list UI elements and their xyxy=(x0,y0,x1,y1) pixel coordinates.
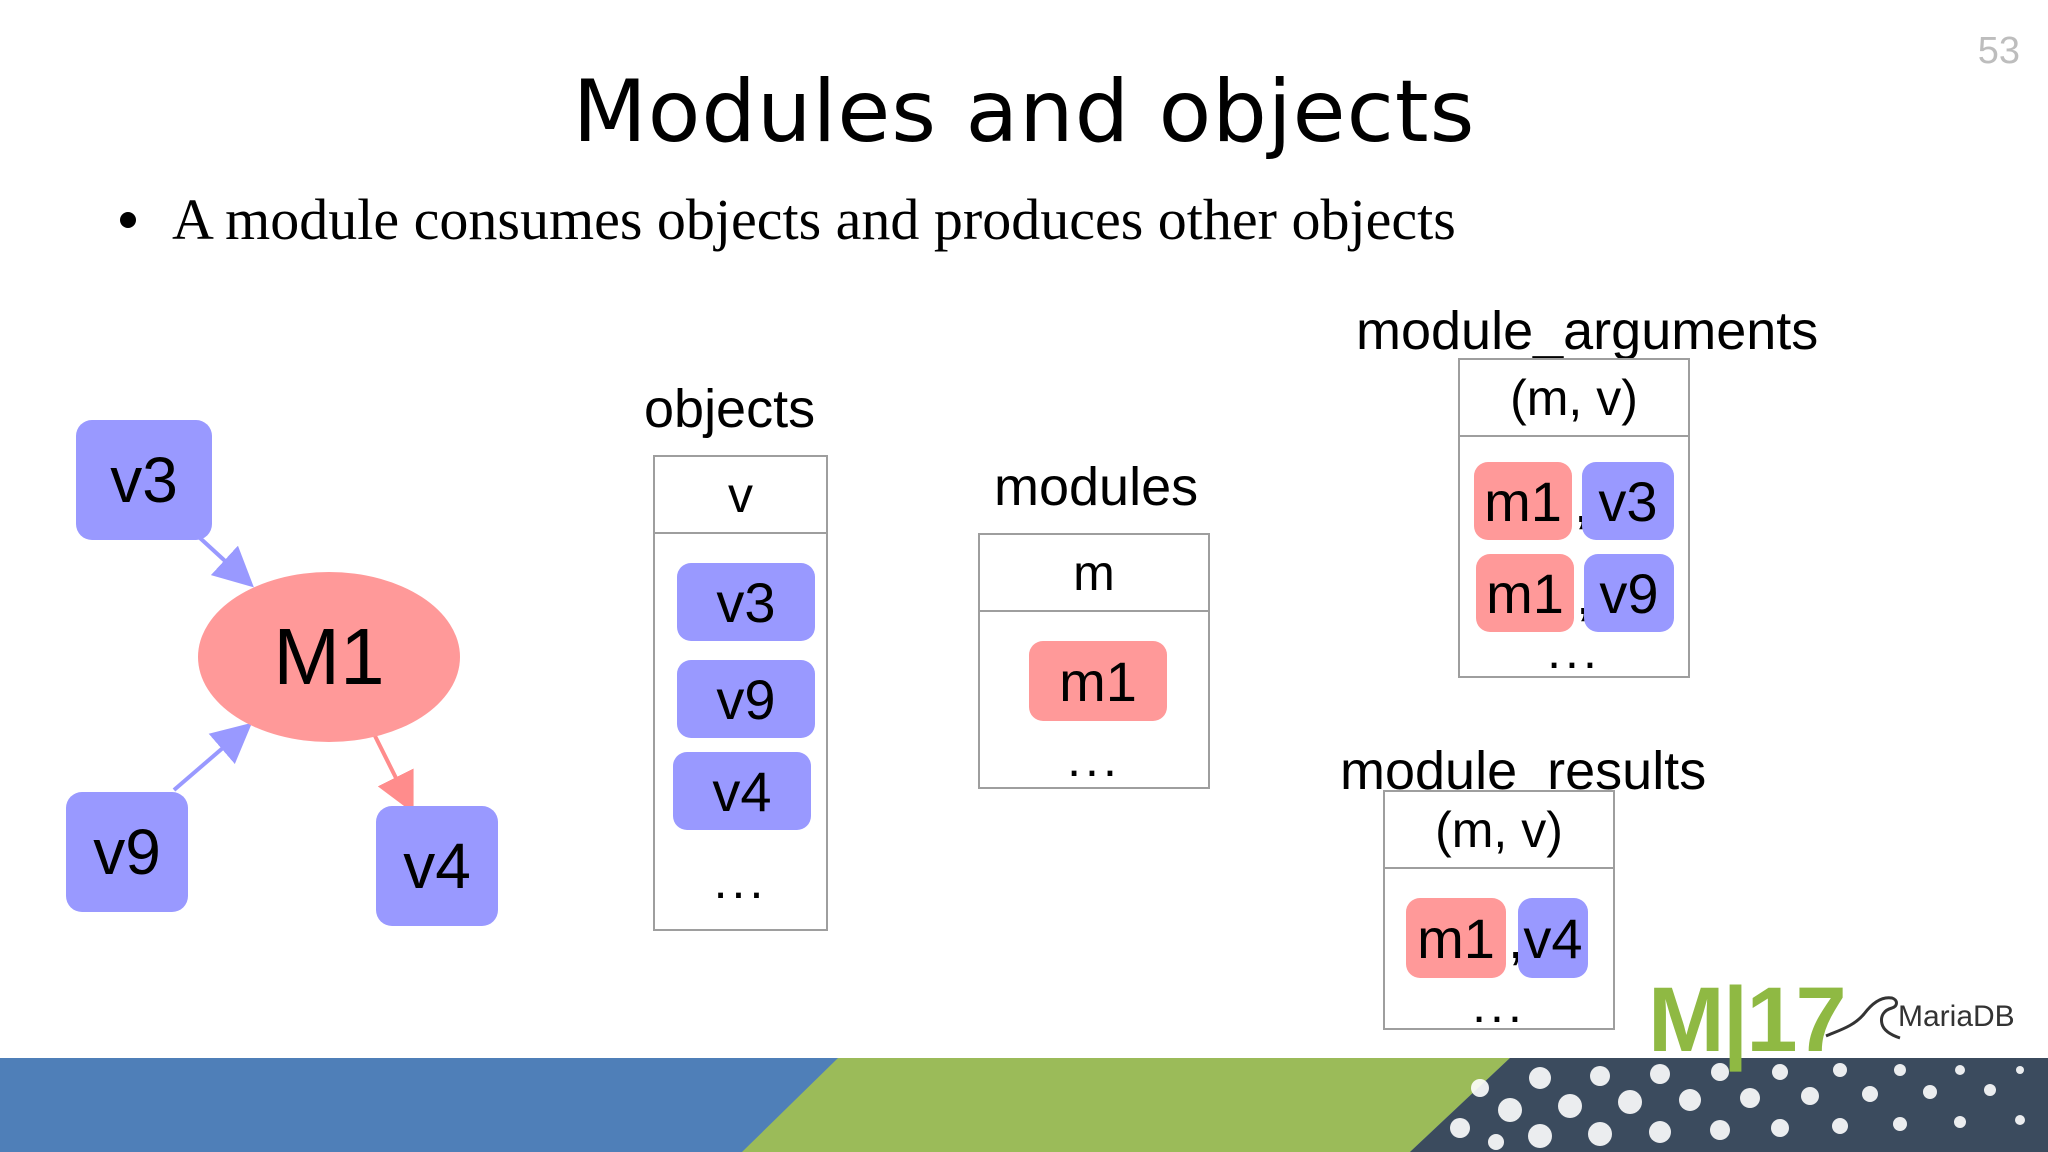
modules-table-header: m xyxy=(980,535,1208,612)
modules-table-label: modules xyxy=(994,457,1199,517)
bullet-dot xyxy=(120,212,136,228)
module-results-row1-v: v4 xyxy=(1518,898,1588,978)
bullet-text: A module consumes objects and produces o… xyxy=(172,187,1456,252)
graph-node-m1: M1 xyxy=(198,572,460,742)
slide-title: Modules and objects xyxy=(572,62,1476,162)
modules-table-more: ... xyxy=(1067,731,1121,787)
module-results-row1-m: m1 xyxy=(1406,898,1506,978)
module-arguments-label: module_arguments xyxy=(1356,301,1819,361)
objects-row-v4: v4 xyxy=(673,752,811,830)
footer-graphic xyxy=(742,1058,2048,1152)
modules-row-m1: m1 xyxy=(1029,641,1167,721)
slide-number: 53 xyxy=(1977,30,2020,72)
module-arguments-row1-v: v3 xyxy=(1582,462,1674,540)
edge-m1-v4 xyxy=(372,733,414,814)
m17-logo: M|17 xyxy=(1648,969,1847,1071)
graph-node-v3: v3 xyxy=(76,420,212,540)
module-arguments-header: (m, v) xyxy=(1460,360,1688,437)
module-results-header: (m, v) xyxy=(1385,792,1613,869)
objects-row-v9: v9 xyxy=(677,660,815,738)
objects-table-more: ... xyxy=(713,853,768,909)
objects-row-v3: v3 xyxy=(677,563,815,641)
module-arguments-row2-m: m1 xyxy=(1476,554,1574,632)
objects-table-header: v xyxy=(655,457,826,534)
module-arguments-more: ... xyxy=(1547,623,1601,679)
module-arguments-row1-m: m1 xyxy=(1474,462,1572,540)
objects-table-label: objects xyxy=(644,379,816,439)
module-arguments-row2-v: v9 xyxy=(1584,554,1674,632)
graph-node-v4: v4 xyxy=(376,806,498,926)
sea-lion-icon xyxy=(1825,996,1901,1040)
edge-v9-m1 xyxy=(172,722,253,792)
graph-node-v9: v9 xyxy=(66,792,188,912)
module-results-more: ... xyxy=(1472,977,1526,1033)
mariadb-logo: MariaDB xyxy=(1898,1000,2015,1033)
edge-v3-m1 xyxy=(198,536,254,588)
